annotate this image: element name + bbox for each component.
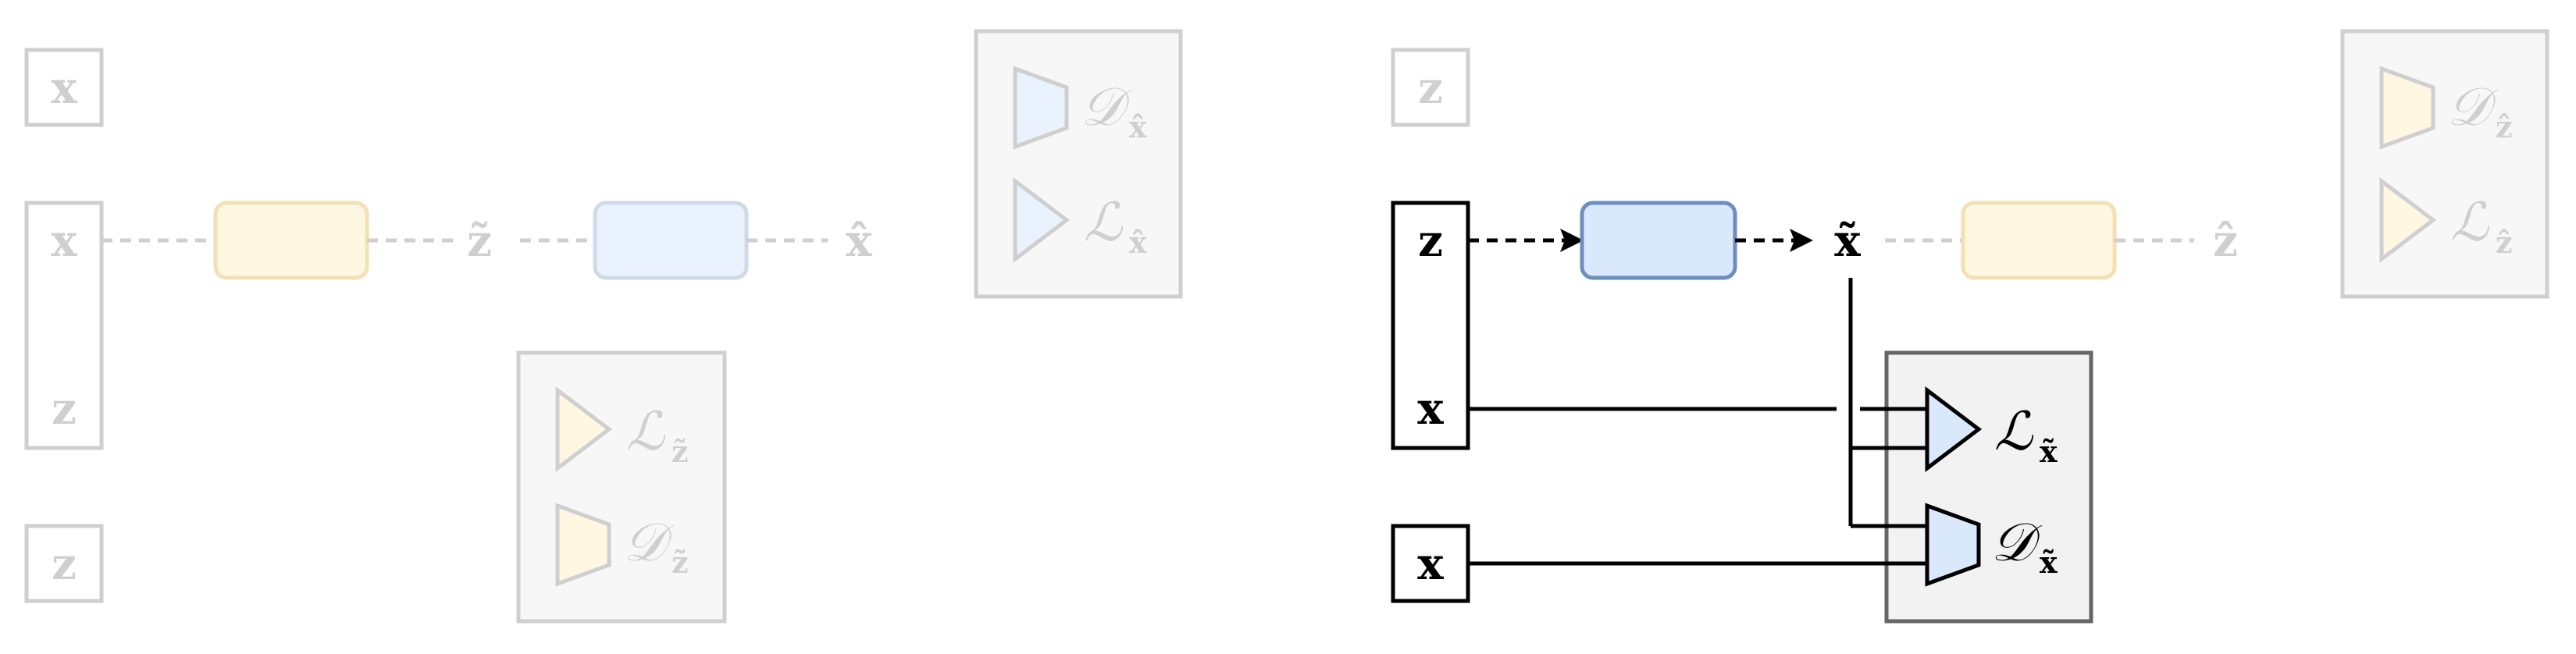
right-mid-disc-sub: x̃ (2040, 545, 2058, 580)
left-mid-disc-sub: z̃ (672, 545, 689, 580)
left-top-loss-symbol: ℒ (1084, 192, 1124, 254)
right-top-disc-icon (2379, 66, 2435, 150)
right-mid-loss-symbol: ℒ (1994, 401, 2034, 463)
left-top-var-label: x (51, 62, 77, 114)
right-top-loss-sub: ẑ (2496, 225, 2513, 260)
right-mid-var-label: x̃ (1834, 215, 1861, 267)
right-stack-bottom-label: x (1417, 383, 1444, 435)
left-top-var-box (24, 48, 104, 127)
right-stack-top-label: z (1418, 215, 1443, 267)
right-faded-parts: z ẑ 𝒟 ẑ ℒ ẑ (1391, 29, 2549, 299)
left-panel: x x z z z̃ x̂ 𝒟 x̂ ℒ x̂ ℒ z̃ 𝒟 (24, 29, 1183, 624)
left-mid-disc-icon (555, 503, 611, 587)
right-decoder-block (1580, 201, 1737, 280)
left-decoder-block (593, 201, 749, 280)
left-mid-loss-icon (555, 386, 613, 473)
right-stack-box (1391, 201, 1470, 450)
left-top-disc-icon (1013, 66, 1069, 150)
left-mid-var-label: z̃ (467, 215, 492, 267)
right-top-loss-panel (2340, 29, 2549, 299)
right-mid-disc-icon (1925, 503, 1981, 587)
right-top-var-label: z (1418, 62, 1443, 114)
right-bottom-var-box (1391, 524, 1470, 603)
right-bottom-var-label: x (1417, 538, 1444, 590)
left-top-loss-panel (974, 29, 1183, 299)
right-out-var-label: ẑ (2213, 215, 2238, 267)
left-mid-loss-sub: z̃ (672, 434, 689, 469)
left-mid-loss-panel (516, 350, 727, 624)
left-top-loss-sub: x̂ (1129, 225, 1147, 260)
left-stack-box (24, 201, 104, 450)
right-mid-loss-sub: x̃ (2040, 434, 2058, 469)
right-top-loss-symbol: ℒ (2450, 192, 2490, 254)
right-top-var-box (1391, 48, 1470, 127)
left-stack-bottom-label: z (52, 383, 77, 435)
left-stack-top-label: x (51, 215, 77, 267)
left-bottom-var-box (24, 524, 104, 603)
right-top-loss-icon (2379, 176, 2437, 264)
right-mid-loss-icon (1925, 386, 1983, 473)
right-encoder-block (1961, 201, 2117, 280)
left-bottom-var-label: z (52, 538, 77, 590)
left-encoder-block (213, 201, 369, 280)
left-out-var-label: x̂ (846, 215, 872, 267)
left-top-loss-icon (1013, 176, 1071, 264)
right-top-disc-sub: ẑ (2496, 109, 2513, 144)
right-mid-loss-panel (1884, 350, 2093, 624)
left-mid-loss-symbol: ℒ (626, 401, 666, 463)
left-top-disc-sub: x̂ (1129, 109, 1147, 144)
